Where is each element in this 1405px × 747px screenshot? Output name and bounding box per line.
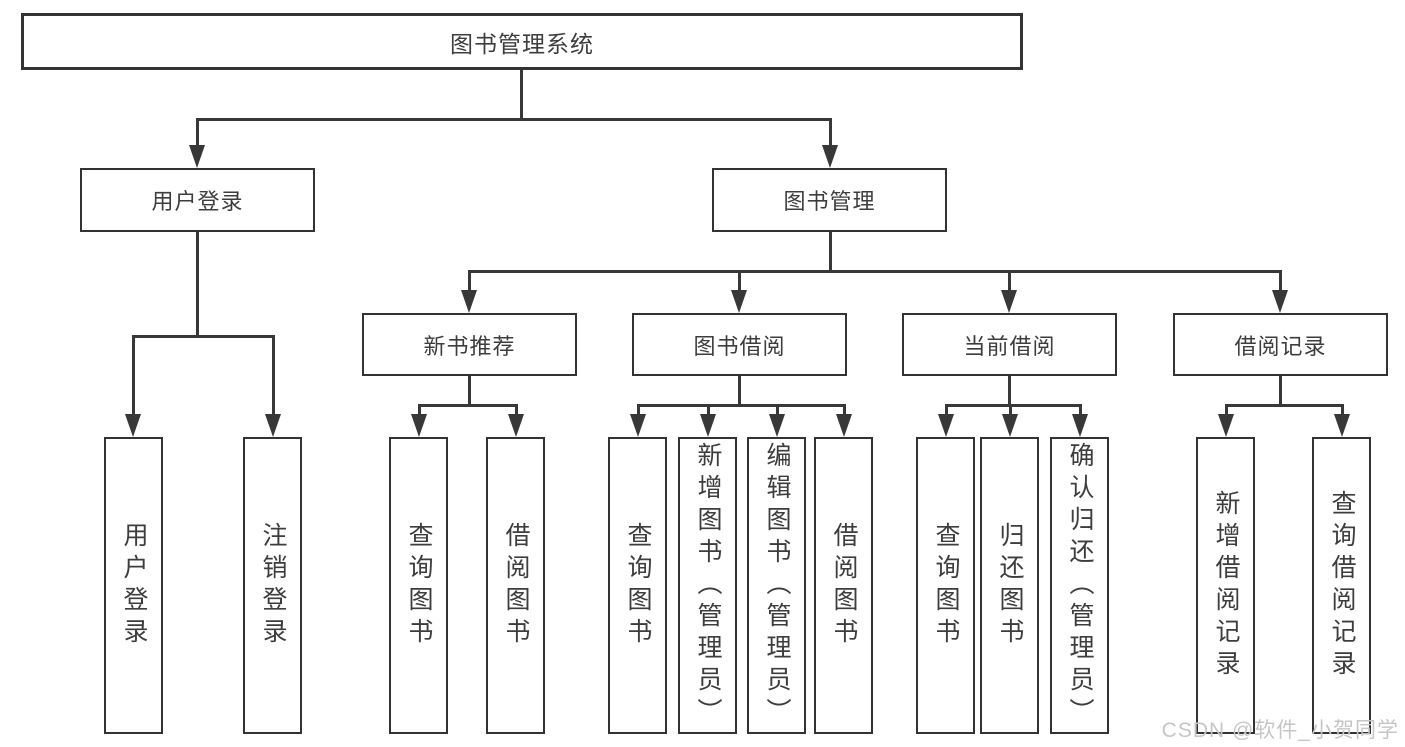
node-library-management-system: 图书管理系统 [21, 13, 1023, 70]
node-borrowing-records: 借阅记录 [1173, 313, 1388, 376]
connector-book-borrow-trunk [738, 375, 741, 406]
arrow-leaf-logout [265, 414, 281, 437]
connector-drop [637, 404, 640, 416]
connector-drop-book-borrow [738, 270, 741, 292]
leaf-label: 归还图书 [996, 521, 1024, 650]
connector-drop-current-borrow [1008, 270, 1011, 292]
leaf-label: 确认归还（管理员） [1066, 441, 1094, 730]
arrow-leaf [508, 414, 524, 437]
arrow-leaf [700, 414, 716, 437]
connector-borrow-records-trunk [1279, 375, 1282, 406]
connector-root-trunk [520, 70, 523, 120]
leaf-query-books: 查询图书 [916, 437, 975, 734]
leaf-label: 查询图书 [932, 521, 960, 650]
leaf-label: 新增图书（管理员） [694, 441, 722, 730]
connector-drop-new-book [468, 270, 471, 292]
connector-drop [945, 404, 948, 416]
arrow-leaf [769, 414, 785, 437]
arrow-user-login [189, 145, 205, 168]
connector-drop [707, 404, 710, 416]
connector-drop-borrow-records [1279, 270, 1282, 292]
connector-drop [1009, 404, 1012, 416]
connector-drop [1225, 404, 1228, 416]
connector-current-borrow-trunk [1008, 375, 1011, 406]
leaf-label: 用户登录 [120, 521, 148, 650]
leaf-query-borrow-record: 查询借阅记录 [1312, 437, 1371, 734]
connector-drop [1079, 404, 1082, 416]
arrow-leaf [411, 414, 427, 437]
leaf-query-books: 查询图书 [389, 437, 448, 734]
connector-book-management-trunk [829, 232, 832, 272]
leaf-return-books: 归还图书 [980, 437, 1039, 734]
leaf-label: 新增借阅记录 [1212, 489, 1240, 682]
connector-level3-branch [468, 270, 1282, 273]
connector-drop [843, 404, 846, 416]
leaf-label: 查询借阅记录 [1328, 489, 1356, 682]
connector-new-book-trunk [468, 375, 471, 406]
leaf-confirm-return-admin: 确认归还（管理员） [1050, 437, 1109, 734]
node-new-book-recommendation: 新书推荐 [362, 313, 577, 376]
connector-user-login-trunk [196, 232, 199, 337]
leaf-logout: 注销登录 [243, 437, 302, 734]
connector-current-borrow-branch [945, 404, 1082, 407]
connector-drop [515, 404, 518, 416]
arrow-leaf [1334, 414, 1350, 437]
connector-drop-leaf-login [132, 335, 135, 415]
arrow-leaf [938, 414, 954, 437]
leaf-label: 查询图书 [405, 521, 433, 650]
connector-drop-book-management [829, 118, 832, 146]
node-book-management: 图书管理 [712, 168, 947, 232]
leaf-label: 借阅图书 [830, 521, 858, 650]
leaf-edit-book-admin: 编辑图书（管理员） [747, 437, 806, 734]
connector-borrow-records-branch [1225, 404, 1344, 407]
leaf-user-login: 用户登录 [104, 437, 163, 734]
arrow-leaf [630, 414, 646, 437]
leaf-add-book-admin: 新增图书（管理员） [678, 437, 737, 734]
connector-drop-leaf-logout [272, 335, 275, 415]
leaf-borrow-books: 借阅图书 [814, 437, 873, 734]
leaf-query-books: 查询图书 [608, 437, 667, 734]
arrow-leaf [1072, 414, 1088, 437]
connector-user-login-branch [132, 335, 274, 338]
arrow-book-management [822, 145, 838, 168]
connector-drop [1341, 404, 1344, 416]
node-current-borrowing: 当前借阅 [902, 313, 1117, 376]
connector-drop-user-login [196, 118, 199, 146]
csdn-watermark: CSDN @软件_小贺同学 [1161, 719, 1399, 742]
connector-drop [776, 404, 779, 416]
leaf-label: 借阅图书 [502, 521, 530, 650]
arrow-leaf [1002, 414, 1018, 437]
arrow-current-borrow [1001, 290, 1017, 313]
leaf-add-borrow-record: 新增借阅记录 [1196, 437, 1255, 734]
arrow-new-book [461, 290, 477, 313]
leaf-label: 注销登录 [259, 521, 287, 650]
arrow-leaf-login [125, 414, 141, 437]
arrow-leaf [836, 414, 852, 437]
arrow-borrow-records [1272, 290, 1288, 313]
connector-level2-branch [196, 118, 832, 121]
node-book-borrowing: 图书借阅 [632, 313, 847, 376]
node-user-login: 用户登录 [80, 168, 315, 232]
connector-new-book-branch [418, 404, 518, 407]
leaf-label: 查询图书 [624, 521, 652, 650]
connector-book-borrow-branch [637, 404, 846, 407]
arrow-leaf [1218, 414, 1234, 437]
leaf-borrow-books: 借阅图书 [486, 437, 545, 734]
arrow-book-borrow [731, 290, 747, 313]
leaf-label: 编辑图书（管理员） [763, 441, 791, 730]
connector-drop [418, 404, 421, 416]
